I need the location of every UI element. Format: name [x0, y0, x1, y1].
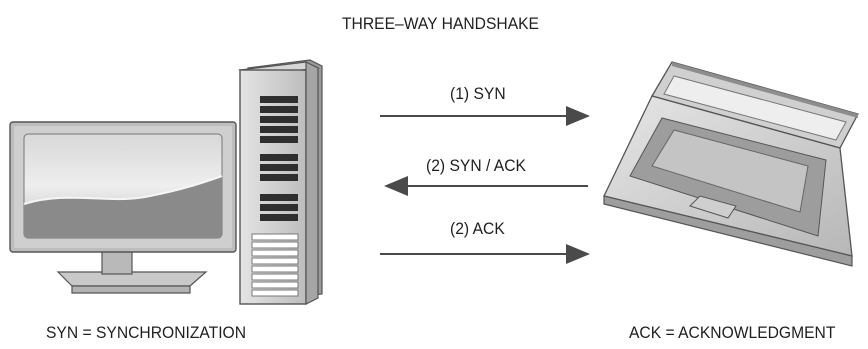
syn-label: (1) SYN [450, 84, 506, 103]
server-tower-icon [237, 59, 323, 305]
legend-ack: ACK = ACKNOWLEDGMENT [629, 323, 836, 342]
laptop-icon [603, 61, 859, 267]
legend-syn: SYN = SYNCHRONIZATION [46, 323, 247, 342]
monitor-icon [9, 121, 237, 294]
diagram-title: THREE–WAY HANDSHAKE [342, 14, 539, 33]
arrow-synack [384, 176, 588, 196]
ack-label: (2) ACK [450, 219, 505, 238]
arrow-ack [380, 244, 590, 264]
syn-ack-label: (2) SYN / ACK [426, 156, 526, 175]
arrow-syn [380, 106, 590, 126]
